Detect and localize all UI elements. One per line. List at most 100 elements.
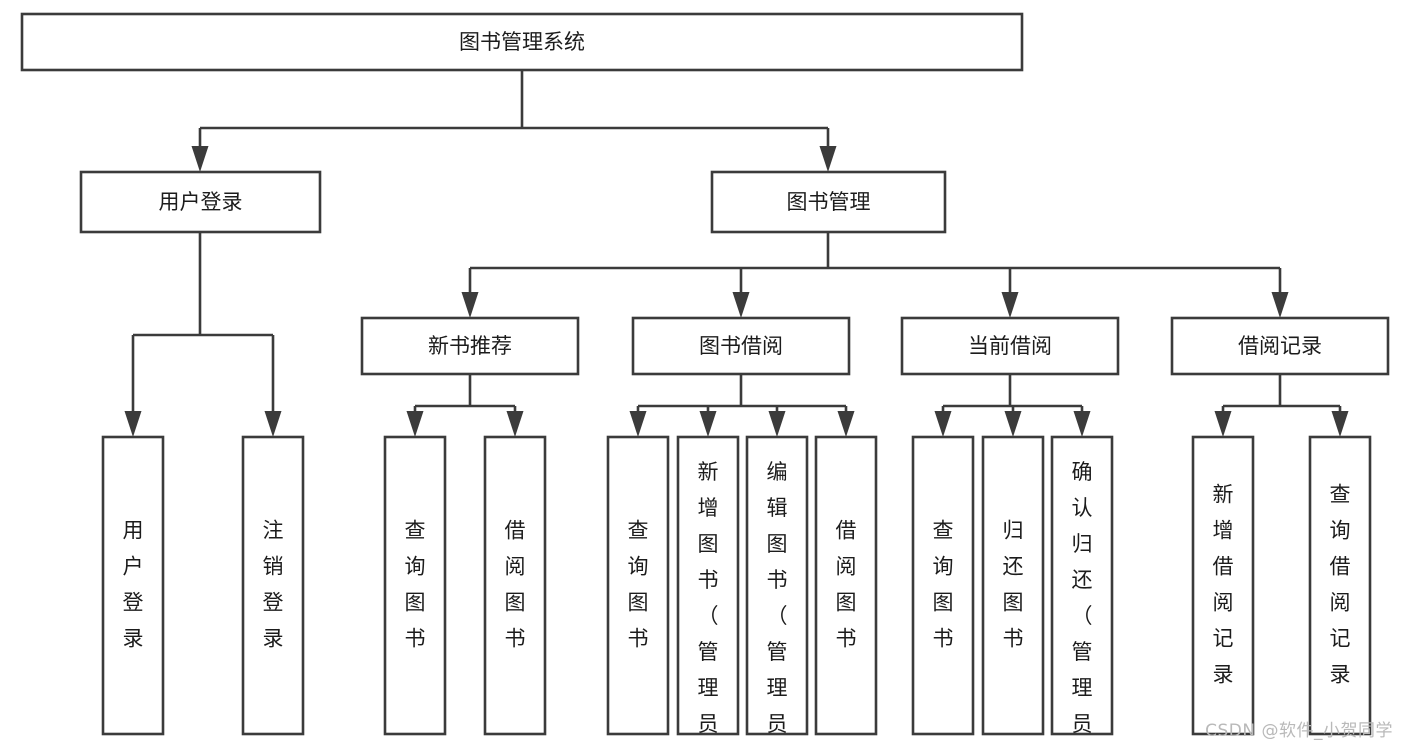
node-level1-1[interactable]: 图书管理 — [710, 170, 947, 234]
node-box — [79, 170, 322, 234]
node-label-char: 书 — [1003, 627, 1024, 651]
node-box — [911, 435, 975, 736]
node-label-char: 登 — [123, 591, 144, 615]
node-leaf-12[interactable]: 查询借阅记录 — [1308, 435, 1372, 736]
node-label-char: 员 — [1072, 712, 1093, 736]
node-box — [241, 435, 305, 736]
csdn-watermark: CSDN @软件_小贺同学 — [1205, 721, 1393, 741]
node-label: 借阅图书 — [505, 519, 526, 651]
node-label: 用户登录 — [159, 190, 243, 214]
node-leaf-5[interactable]: 新增图书（管理员） — [676, 435, 740, 747]
l2-1-to-leaf-2-arrowhead — [768, 411, 786, 437]
node-label-char: 阅 — [1213, 591, 1234, 615]
node-label-char: 书 — [767, 568, 788, 592]
node-leaf-7[interactable]: 借阅图书 — [814, 435, 878, 736]
l2-2-to-leaf-0-arrowhead — [934, 411, 952, 437]
node-level2-3[interactable]: 借阅记录 — [1170, 316, 1390, 376]
node-box — [1050, 435, 1114, 736]
node-label-char: 员 — [698, 712, 719, 736]
book-to-l2-0-arrowhead — [461, 292, 479, 318]
book-to-l2-3-arrowhead — [1271, 292, 1289, 318]
node-label: 新增借阅记录 — [1213, 483, 1234, 687]
l2-1-to-leaf-3-arrowhead — [837, 411, 855, 437]
root-to-l1-0-arrowhead — [191, 146, 209, 172]
node-label-char: 增 — [1213, 519, 1234, 543]
node-label-char: 图 — [505, 591, 526, 615]
node-label-char: 录 — [1213, 663, 1234, 687]
node-label-char: 借 — [1330, 555, 1351, 579]
node-label: 图书管理 — [787, 190, 871, 214]
node-box — [900, 316, 1120, 376]
node-leaf-8[interactable]: 查询图书 — [911, 435, 975, 736]
node-label-char: 询 — [1330, 519, 1351, 543]
node-box — [1170, 316, 1390, 376]
node-level1-0[interactable]: 用户登录 — [79, 170, 322, 234]
node-leaf-9[interactable]: 归还图书 — [981, 435, 1045, 736]
node-level2-2[interactable]: 当前借阅 — [900, 316, 1120, 376]
node-leaf-2[interactable]: 查询图书 — [383, 435, 447, 736]
node-label: 图书管理系统 — [459, 30, 585, 54]
node-level2-1[interactable]: 图书借阅 — [631, 316, 851, 376]
node-label-char: 归 — [1072, 532, 1093, 556]
node-leaf-4[interactable]: 查询图书 — [606, 435, 670, 736]
node-label: 新增图书（管理员） — [698, 460, 719, 747]
node-label-char: 询 — [405, 555, 426, 579]
node-label-char: 理 — [1072, 676, 1093, 700]
l2-1-to-leaf-1-arrowhead — [699, 411, 717, 437]
node-box — [631, 316, 851, 376]
l2-2-to-leaf-2-arrowhead — [1073, 411, 1091, 437]
node-label: 查询图书 — [628, 519, 649, 651]
node-label-char: 书 — [405, 627, 426, 651]
node-label-char: 书 — [836, 627, 857, 651]
connector-layer — [124, 70, 1349, 437]
book-to-l2-1-arrowhead — [732, 292, 750, 318]
node-label-char: 书 — [628, 627, 649, 651]
book-to-l2-2-arrowhead — [1001, 292, 1019, 318]
node-box — [710, 170, 947, 234]
node-box — [101, 435, 165, 736]
node-label-char: 图 — [1003, 591, 1024, 615]
root-to-l1-1-arrowhead — [819, 146, 837, 172]
node-leaf-0[interactable]: 用户登录 — [101, 435, 165, 736]
node-label-char: 查 — [1330, 483, 1351, 507]
node-label-char: （ — [698, 604, 719, 628]
node-label: 注销登录 — [263, 519, 284, 651]
node-leaf-6[interactable]: 编辑图书（管理员） — [745, 435, 809, 747]
node-box — [745, 435, 809, 736]
node-label-char: 录 — [263, 627, 284, 651]
node-leaf-10[interactable]: 确认归还（管理员） — [1050, 435, 1114, 747]
node-label-char: （ — [767, 604, 788, 628]
node-label-char: 理 — [767, 676, 788, 700]
node-label: 归还图书 — [1003, 519, 1024, 651]
node-leaf-1[interactable]: 注销登录 — [241, 435, 305, 736]
node-label-char: 还 — [1003, 555, 1024, 579]
node-label-char: 图 — [836, 591, 857, 615]
node-label-char: 确 — [1072, 460, 1093, 484]
node-label-char: 员 — [767, 712, 788, 736]
node-root-0[interactable]: 图书管理系统 — [20, 12, 1024, 72]
node-box — [1308, 435, 1372, 736]
node-label-char: 阅 — [1330, 591, 1351, 615]
node-label-char: 管 — [767, 640, 788, 664]
node-label-char: 借 — [505, 519, 526, 543]
node-label-char: 用 — [123, 519, 144, 543]
node-label-char: 图 — [698, 532, 719, 556]
node-label: 图书借阅 — [699, 334, 783, 358]
node-level2-0[interactable]: 新书推荐 — [360, 316, 580, 376]
node-label-char: 图 — [405, 591, 426, 615]
node-leaf-11[interactable]: 新增借阅记录 — [1191, 435, 1255, 736]
node-label-char: （ — [1072, 604, 1093, 628]
node-label-char: 注 — [263, 519, 284, 543]
node-label-char: 查 — [405, 519, 426, 543]
user-to-leaf-1-arrowhead — [264, 411, 282, 437]
l2-2-to-leaf-1-arrowhead — [1004, 411, 1022, 437]
node-label-char: 销 — [263, 555, 284, 579]
node-label-char: 记 — [1213, 627, 1234, 651]
node-box — [483, 435, 547, 736]
node-leaf-3[interactable]: 借阅图书 — [483, 435, 547, 736]
node-label: 借阅记录 — [1238, 334, 1322, 358]
node-label-char: 借 — [1213, 555, 1234, 579]
l2-3-to-leaf-0-arrowhead — [1214, 411, 1232, 437]
node-label-char: 记 — [1330, 627, 1351, 651]
